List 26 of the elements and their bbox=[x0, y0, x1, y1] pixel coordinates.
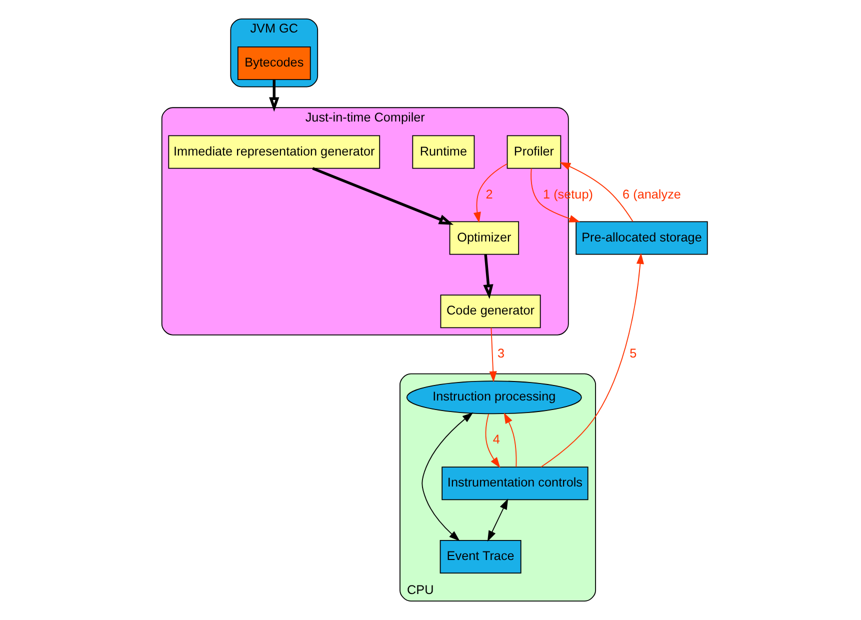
edge-label: 2 bbox=[485, 187, 492, 202]
arrow bbox=[312, 167, 454, 225]
arrow bbox=[540, 253, 644, 468]
edge-label: 5 bbox=[629, 346, 636, 361]
arrow bbox=[486, 498, 508, 542]
arrow bbox=[484, 414, 500, 468]
node-box: Profiler bbox=[506, 135, 561, 169]
arrow bbox=[503, 412, 516, 468]
node-box: Optimizer bbox=[448, 221, 519, 255]
node-box: Runtime bbox=[412, 135, 474, 169]
arrow bbox=[421, 412, 473, 542]
node-ellipse: Instruction processing bbox=[406, 380, 582, 414]
node-box: Bytecodes bbox=[236, 46, 310, 80]
node-box: Code generator bbox=[440, 294, 540, 328]
arrow bbox=[488, 327, 496, 382]
arrow bbox=[268, 80, 279, 112]
edge-label: 3 bbox=[496, 346, 504, 361]
arrow bbox=[472, 163, 507, 224]
node-box: Instrumentation controls bbox=[441, 466, 588, 500]
node-box: Event Trace bbox=[439, 540, 521, 574]
arrow bbox=[482, 254, 493, 300]
node-box: Pre-allocated storage bbox=[575, 221, 708, 255]
node-box: Immediate representation generator bbox=[168, 135, 380, 169]
arrow bbox=[559, 162, 633, 222]
edge-label: 4 bbox=[492, 432, 500, 447]
edge-label: 6 (analyze bbox=[622, 187, 680, 202]
